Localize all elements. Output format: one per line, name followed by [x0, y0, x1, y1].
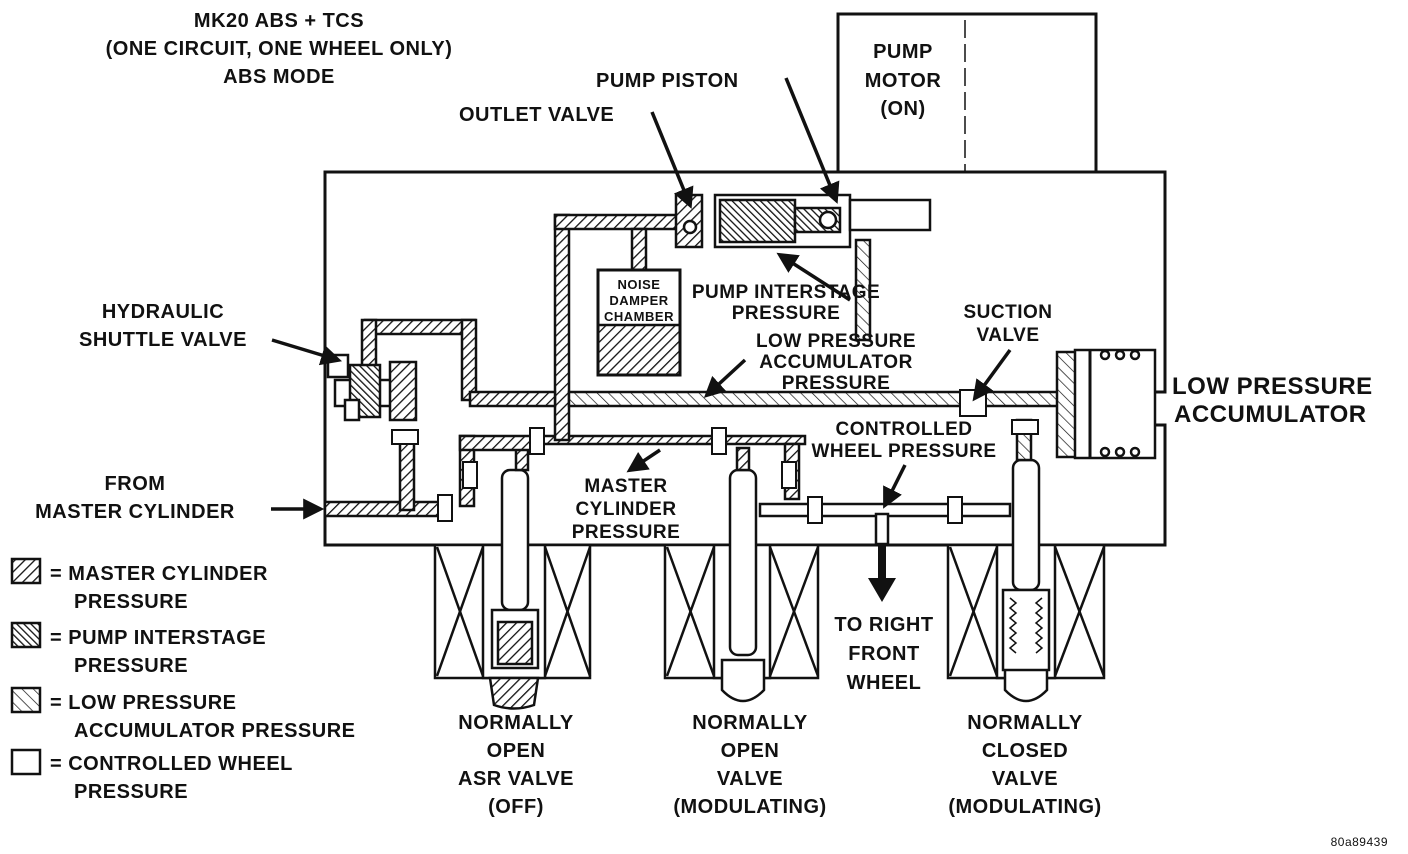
- svg-text:CONTROLLED: CONTROLLED: [836, 419, 973, 440]
- suction-valve-label: SUCTION VALVE: [964, 302, 1053, 346]
- svg-text:OPEN: OPEN: [721, 740, 780, 762]
- svg-text:MASTER: MASTER: [584, 476, 667, 497]
- low-pressure-passages: [567, 238, 1079, 459]
- svg-text:= CONTROLLED WHEEL: = CONTROLLED WHEEL: [50, 753, 293, 775]
- svg-text:ACCUMULATOR: ACCUMULATOR: [1174, 401, 1367, 428]
- lowpress-hatch-swatch: [10, 686, 42, 714]
- svg-text:CHAMBER: CHAMBER: [604, 309, 674, 324]
- svg-text:HYDRAULIC: HYDRAULIC: [102, 301, 224, 323]
- passage-check-valves: [391, 389, 1039, 524]
- svg-text:LOW PRESSURE: LOW PRESSURE: [1172, 373, 1373, 400]
- normally-closed-valve-plunger: [1001, 418, 1051, 672]
- diagram-title: MK20 ABS + TCS (ONE CIRCUIT, ONE WHEEL O…: [106, 10, 453, 88]
- blank-swatch: [10, 748, 42, 776]
- svg-text:SUCTION: SUCTION: [964, 302, 1053, 323]
- noise-damper-chamber-label: NOISE DAMPER CHAMBER: [604, 277, 674, 324]
- svg-text:LOW PRESSURE: LOW PRESSURE: [756, 331, 916, 352]
- svg-text:PRESSURE: PRESSURE: [74, 655, 188, 677]
- master-hatch-swatch: [10, 557, 42, 585]
- interstage-hatch-swatch: [10, 621, 42, 649]
- svg-text:CLOSED: CLOSED: [982, 740, 1068, 762]
- svg-text:PRESSURE: PRESSURE: [732, 303, 841, 324]
- controlled-wheel-pressure-label: CONTROLLED WHEEL PRESSURE: [811, 419, 996, 462]
- pump-interstage-pressure-label: PUMP INTERSTAGE PRESSURE: [692, 282, 880, 324]
- svg-text:MOTOR: MOTOR: [865, 70, 942, 92]
- legend-item-low-pressure: = LOW PRESSURE ACCUMULATOR PRESSURE: [10, 686, 356, 742]
- svg-text:TO RIGHT: TO RIGHT: [834, 614, 933, 636]
- to-right-front-wheel-label: TO RIGHT FRONT WHEEL: [834, 614, 933, 694]
- svg-text:OPEN: OPEN: [487, 740, 546, 762]
- svg-text:DAMPER: DAMPER: [609, 293, 668, 308]
- svg-text:NOISE: NOISE: [618, 277, 661, 292]
- hydraulic-shuttle-valve: [326, 353, 418, 422]
- from-master-cylinder-label: FROM MASTER CYLINDER: [35, 473, 235, 523]
- svg-text:PUMP: PUMP: [873, 41, 933, 63]
- svg-text:VALVE: VALVE: [976, 325, 1039, 346]
- asr-valve-label: NORMALLY OPEN ASR VALVE (OFF): [458, 712, 574, 818]
- svg-text:(ONE CIRCUIT, ONE WHEEL ONLY): (ONE CIRCUIT, ONE WHEEL ONLY): [106, 38, 453, 60]
- svg-text:MK20 ABS + TCS: MK20 ABS + TCS: [194, 10, 364, 32]
- pump-piston-label: PUMP PISTON: [596, 70, 739, 92]
- svg-text:WHEEL: WHEEL: [847, 672, 922, 694]
- legend: = MASTER CYLINDER PRESSURE = PUMP INTERS…: [10, 557, 356, 803]
- low-pressure-accumulator-pressure-label: LOW PRESSURE ACCUMULATOR PRESSURE: [756, 331, 916, 394]
- svg-text:CYLINDER: CYLINDER: [575, 499, 676, 520]
- svg-text:SHUTTLE VALVE: SHUTTLE VALVE: [79, 329, 247, 351]
- hydraulic-shuttle-valve-label: HYDRAULIC SHUTTLE VALVE: [79, 301, 247, 351]
- svg-text:ACCUMULATOR PRESSURE: ACCUMULATOR PRESSURE: [74, 720, 356, 742]
- svg-text:(OFF): (OFF): [488, 796, 544, 818]
- svg-text:= LOW PRESSURE: = LOW PRESSURE: [50, 692, 236, 714]
- normally-closed-valve-label: NORMALLY CLOSED VALVE (MODULATING): [948, 712, 1101, 818]
- noise-damper-chamber: [596, 268, 682, 377]
- svg-text:VALVE: VALVE: [717, 768, 783, 790]
- legend-item-controlled-wheel: = CONTROLLED WHEEL PRESSURE: [10, 748, 293, 803]
- svg-text:FRONT: FRONT: [848, 643, 919, 665]
- svg-text:(MODULATING): (MODULATING): [948, 796, 1101, 818]
- svg-text:PRESSURE: PRESSURE: [572, 522, 681, 543]
- figure-id: 80a89439: [1331, 835, 1388, 849]
- svg-text:ASR VALVE: ASR VALVE: [458, 768, 574, 790]
- svg-text:PRESSURE: PRESSURE: [782, 373, 891, 394]
- svg-text:FROM: FROM: [105, 473, 166, 495]
- svg-text:NORMALLY: NORMALLY: [967, 712, 1083, 734]
- outlet-valve-label: OUTLET VALVE: [459, 104, 614, 126]
- svg-text:PRESSURE: PRESSURE: [74, 781, 188, 803]
- svg-text:NORMALLY: NORMALLY: [458, 712, 574, 734]
- svg-text:ABS MODE: ABS MODE: [223, 66, 335, 88]
- legend-item-pump-interstage: = PUMP INTERSTAGE PRESSURE: [10, 621, 266, 677]
- low-pressure-accumulator: [1073, 348, 1157, 460]
- low-pressure-accumulator-label: LOW PRESSURE ACCUMULATOR: [1172, 373, 1373, 428]
- master-cylinder-passages: [323, 213, 807, 518]
- svg-text:ACCUMULATOR: ACCUMULATOR: [759, 352, 913, 373]
- pump-motor-label: PUMP MOTOR (ON): [865, 41, 942, 120]
- to-wheel-arrow: [868, 545, 896, 602]
- asr-valve-plunger: [490, 446, 540, 670]
- legend-item-master-cylinder: = MASTER CYLINDER PRESSURE: [10, 557, 268, 613]
- svg-text:= PUMP INTERSTAGE: = PUMP INTERSTAGE: [50, 627, 266, 649]
- svg-text:VALVE: VALVE: [992, 768, 1058, 790]
- normally-open-valve-plunger: [728, 446, 758, 657]
- svg-text:WHEEL PRESSURE: WHEEL PRESSURE: [811, 441, 996, 462]
- callout-arrows: [271, 77, 1012, 520]
- svg-text:PUMP INTERSTAGE: PUMP INTERSTAGE: [692, 282, 880, 303]
- svg-text:(MODULATING): (MODULATING): [673, 796, 826, 818]
- svg-text:NORMALLY: NORMALLY: [692, 712, 808, 734]
- svg-text:(ON): (ON): [880, 98, 925, 120]
- normally-open-valve-label: NORMALLY OPEN VALVE (MODULATING): [673, 712, 826, 818]
- svg-text:= MASTER CYLINDER: = MASTER CYLINDER: [50, 563, 268, 585]
- svg-text:MASTER CYLINDER: MASTER CYLINDER: [35, 501, 235, 523]
- svg-text:PRESSURE: PRESSURE: [74, 591, 188, 613]
- master-cylinder-pressure-label: MASTER CYLINDER PRESSURE: [572, 476, 681, 543]
